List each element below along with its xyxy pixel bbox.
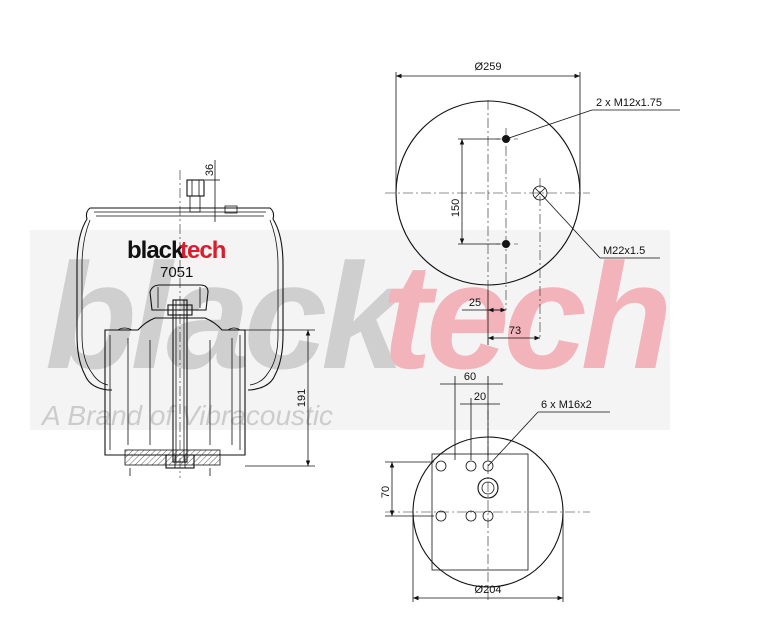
- dim-stud-spacing: 150: [450, 199, 462, 217]
- bottom-piston-view: 60 20 70 Ø204 6 x M16x2: [380, 371, 610, 602]
- mounting-hole: [465, 510, 477, 522]
- dim-top-plate-diameter: Ø259: [475, 61, 502, 73]
- watermark-brand-black: black: [45, 232, 411, 400]
- top-stud-nut: [186, 179, 205, 197]
- mounting-hole: [465, 460, 477, 472]
- side-view: 36 black tech 7051 191: [76, 160, 315, 478]
- mounting-hole: [435, 510, 447, 522]
- top-plate-view: Ø259 150 25 73 2 x M12x1.75 M22x1.5: [385, 61, 680, 345]
- dim-hole-pitch: 20: [474, 391, 486, 403]
- dim-stud-offset: 25: [469, 297, 481, 309]
- bellow-outline: [76, 207, 284, 391]
- part-number: 7051: [160, 264, 193, 281]
- mounting-hole: [435, 460, 447, 472]
- dim-piston-height: 191: [296, 389, 308, 407]
- product-logo-black: black: [127, 237, 185, 264]
- label-air-inlet: M22x1.5: [603, 245, 645, 257]
- watermark-brand-tech: tech: [382, 232, 667, 400]
- label-mounting-holes: 6 x M16x2: [541, 399, 592, 411]
- mounting-holes: [435, 460, 494, 522]
- label-stud-threads: 2 x M12x1.75: [596, 97, 662, 109]
- mounting-hole: [482, 460, 494, 472]
- dim-hole-pattern-height: 70: [380, 486, 392, 498]
- piston-base-hatch: [124, 449, 221, 466]
- dim-piston-base-diameter: Ø204: [475, 584, 502, 596]
- dim-inlet-offset: 73: [509, 325, 521, 337]
- center-hole: [477, 477, 499, 499]
- watermark: black tech A Brand of Vibracoustic: [30, 230, 673, 431]
- dim-stud-height: 36: [204, 164, 216, 176]
- piston: [104, 317, 246, 456]
- piston-base-plate: [431, 453, 529, 571]
- dim-hole-pattern-width: 60: [464, 371, 476, 383]
- product-logo-tech: tech: [180, 237, 226, 264]
- bumper: [149, 284, 209, 311]
- mounting-hole: [482, 510, 494, 522]
